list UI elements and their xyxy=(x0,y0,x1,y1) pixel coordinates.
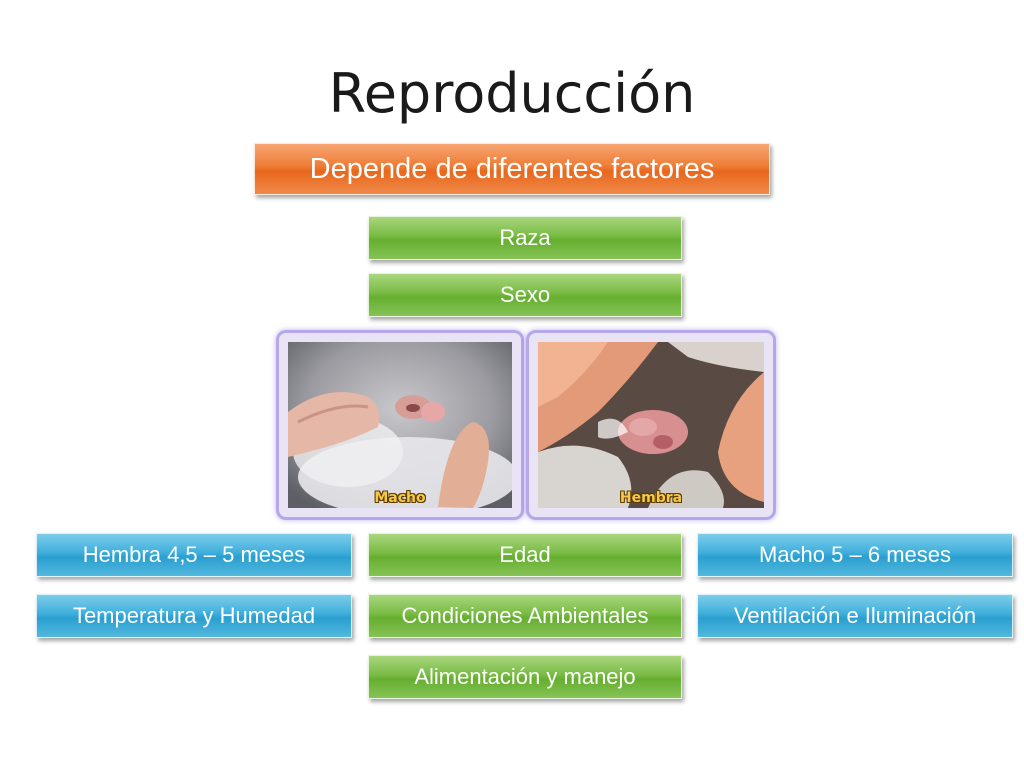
env-temperature-label: Temperatura y Humedad xyxy=(72,603,316,628)
env-ventilation-box: Ventilación e Iluminación xyxy=(697,594,1013,638)
photo-macho-frame: Macho xyxy=(276,330,524,520)
factor-alimentacion-box: Alimentación y manejo xyxy=(368,655,682,699)
age-hembra-label: Hembra 4,5 – 5 meses xyxy=(82,542,306,567)
photo-hembra-image xyxy=(538,342,764,508)
main-factors-box: Depende de diferentes factores xyxy=(254,143,770,195)
age-macho-label: Macho 5 – 6 meses xyxy=(759,542,951,567)
factor-condiciones-box: Condiciones Ambientales xyxy=(368,594,682,638)
factor-sexo-label: Sexo xyxy=(499,282,551,307)
factor-edad-label: Edad xyxy=(499,542,551,567)
factor-alimentacion-label: Alimentación y manejo xyxy=(414,664,636,689)
photo-hembra: Hembra xyxy=(538,342,764,508)
env-ventilation-label: Ventilación e Iluminación xyxy=(733,603,977,628)
photo-hembra-frame: Hembra xyxy=(526,330,776,520)
age-hembra-box: Hembra 4,5 – 5 meses xyxy=(36,533,352,577)
factor-edad-box: Edad xyxy=(368,533,682,577)
age-macho-box: Macho 5 – 6 meses xyxy=(697,533,1013,577)
main-factors-label: Depende de diferentes factores xyxy=(309,152,715,185)
env-temperature-box: Temperatura y Humedad xyxy=(36,594,352,638)
photo-hembra-label: Hembra xyxy=(619,490,683,506)
factor-sexo-box: Sexo xyxy=(368,273,682,317)
factor-raza-label: Raza xyxy=(499,225,551,250)
slide-title: Reproducción xyxy=(328,62,696,125)
factor-condiciones-label: Condiciones Ambientales xyxy=(401,603,649,628)
factor-raza-box: Raza xyxy=(368,216,682,260)
photo-macho-label: Macho xyxy=(374,490,426,506)
photo-macho: Macho xyxy=(288,342,512,508)
photo-macho-image xyxy=(288,342,512,508)
